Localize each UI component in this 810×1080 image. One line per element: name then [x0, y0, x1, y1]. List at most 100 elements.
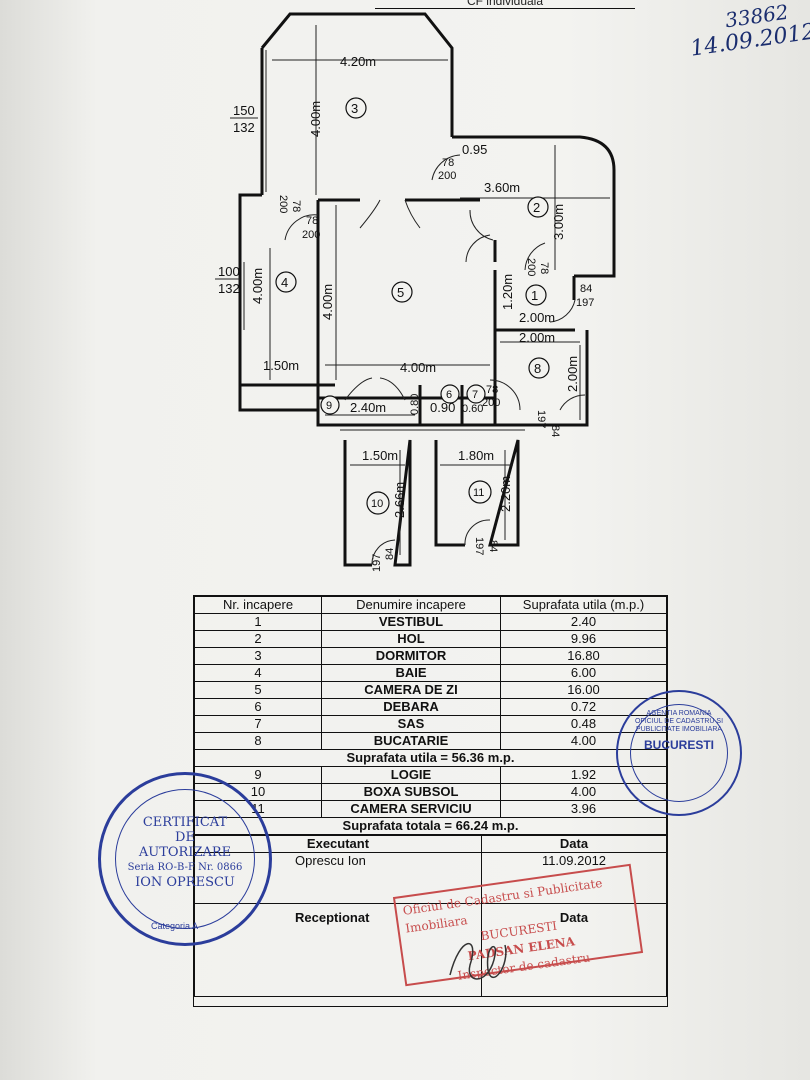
- stamp-bucuresti: BUCURESTI: [643, 738, 714, 752]
- stamp-text-de: DE: [175, 830, 195, 845]
- dim-1-50-room10: 1.50m: [362, 448, 398, 463]
- room-4-walls: [238, 193, 318, 395]
- svg-text:8: 8: [534, 361, 541, 376]
- room-number-11: 11: [468, 480, 492, 504]
- svg-text:11: 11: [473, 487, 484, 499]
- door-g-bottom: 197: [535, 410, 547, 428]
- room-number-10: 10: [366, 491, 390, 515]
- room-number-3: 3: [345, 97, 367, 119]
- dim-0-80: 0.80: [409, 394, 421, 415]
- header-name: Denumire incapere: [321, 596, 501, 614]
- room-3-walls: [260, 12, 454, 195]
- svg-text:5: 5: [397, 285, 404, 300]
- ocpi-stamp: BUCURESTI AGENTIA ROMANIA OFICIUL DE CAD…: [616, 690, 742, 816]
- dim-2-40: 2.40m: [350, 400, 386, 415]
- room-2-walls: [452, 135, 616, 278]
- dim-1-50: 1.50m: [263, 358, 299, 373]
- room-number-8: 8: [528, 357, 550, 379]
- subtotal-row: Suprafata utila = 56.36 m.p.: [194, 749, 667, 767]
- door-f-top: 78: [486, 384, 498, 396]
- room-area-table: Nr. incapere Denumire incapere Suprafata…: [193, 595, 668, 1007]
- door-a-bottom: 200: [438, 170, 456, 182]
- room-number-6: 6: [440, 384, 460, 404]
- door-g-top: 84: [549, 425, 561, 437]
- room-number-2: 2: [527, 196, 549, 218]
- room-number-9: 9: [320, 395, 340, 415]
- stamp-text-seria: Seria RO-B-F Nr. 0866: [127, 862, 243, 873]
- svg-text:2: 2: [533, 200, 540, 215]
- dim-0-60: 0.60: [462, 403, 483, 415]
- dim-1-80: 1.80m: [458, 448, 494, 463]
- dim-0-90: 0.90: [430, 400, 455, 415]
- window-2-top: 100: [218, 264, 240, 279]
- dim-2-00-room8-v: 2.00m: [565, 356, 580, 392]
- dim-4-20: 4.20m: [340, 54, 376, 69]
- dim-4-00-room3: 4.00m: [308, 101, 323, 137]
- window-1-top: 150: [233, 103, 255, 118]
- svg-text:7: 7: [472, 389, 478, 401]
- room-number-7: 7: [466, 384, 486, 404]
- header-fragment: CF individuala: [375, 0, 635, 9]
- room-number-4: 4: [275, 271, 297, 293]
- dim-2-00-room1: 2.00m: [519, 310, 555, 325]
- door-h-top: 84: [384, 548, 396, 560]
- floor-plan: 4.20m 4.00m 0.95 3.60m 3.00m 4.00m 4.00m…: [215, 12, 616, 572]
- door-e-top: 84: [580, 283, 592, 295]
- window-1-bottom: 132: [233, 120, 255, 135]
- door-h-bottom: 197: [371, 554, 383, 572]
- dim-0-95: 0.95: [462, 142, 487, 157]
- door-b-top: 78: [290, 200, 302, 212]
- room-number-5: 5: [391, 281, 413, 303]
- door-f-bottom: 200: [482, 397, 500, 409]
- door-a-top: 78: [442, 157, 454, 169]
- svg-text:6: 6: [446, 389, 452, 401]
- stamp-text-autorizare: AUTORIZARE: [138, 845, 232, 860]
- header-nr: Nr. incapere: [194, 596, 322, 614]
- window-2-bottom: 132: [218, 281, 240, 296]
- dim-1-20: 1.20m: [500, 274, 515, 310]
- dim-2-66: 2.66m: [392, 482, 407, 518]
- svg-text:4: 4: [281, 275, 288, 290]
- svg-text:9: 9: [326, 400, 332, 412]
- door-c-bottom: 200: [302, 229, 320, 241]
- door-e-bottom: 197: [576, 297, 594, 309]
- door-d-bottom: 200: [525, 258, 537, 276]
- dim-2-00-room8-h: 2.00m: [519, 330, 555, 345]
- door-i-bottom: 197: [473, 537, 485, 555]
- dim-3-00: 3.00m: [551, 204, 566, 240]
- dim-4-00-room5-v: 4.00m: [320, 284, 335, 320]
- door-d-top: 78: [538, 262, 550, 274]
- svg-text:1: 1: [531, 288, 538, 303]
- data-label: Data: [481, 835, 667, 853]
- stamp-text-certificat: CERTIFICAT: [142, 815, 228, 830]
- authorization-stamp: CERTIFICAT DE AUTORIZARE Seria RO-B-F Nr…: [98, 772, 272, 946]
- stamp-category: Categoria A: [151, 921, 199, 931]
- dim-2-20: 2.20m: [498, 476, 513, 512]
- door-i-top: 84: [487, 540, 499, 552]
- svg-text:3: 3: [351, 101, 358, 116]
- dim-4-00-room4: 4.00m: [250, 268, 265, 304]
- total-row: Suprafata totala = 66.24 m.p.: [194, 817, 667, 835]
- dim-4-00-room5-h: 4.00m: [400, 360, 436, 375]
- room-number-1: 1: [525, 284, 547, 306]
- door-c-top: 78: [306, 215, 318, 227]
- door-b-bottom: 200: [277, 195, 289, 213]
- executant-date: 11.09.2012: [481, 852, 667, 904]
- stamp-text-name: ION OPRESCU: [135, 875, 235, 890]
- header-area: Suprafata utila (m.p.): [500, 596, 667, 614]
- signature: [449, 943, 507, 980]
- svg-text:10: 10: [371, 498, 383, 510]
- data-label-2: Data: [481, 903, 667, 997]
- stamp-ring-text: AGENTIA ROMANIA OFICIUL DE CADASTRU SI P…: [634, 710, 724, 733]
